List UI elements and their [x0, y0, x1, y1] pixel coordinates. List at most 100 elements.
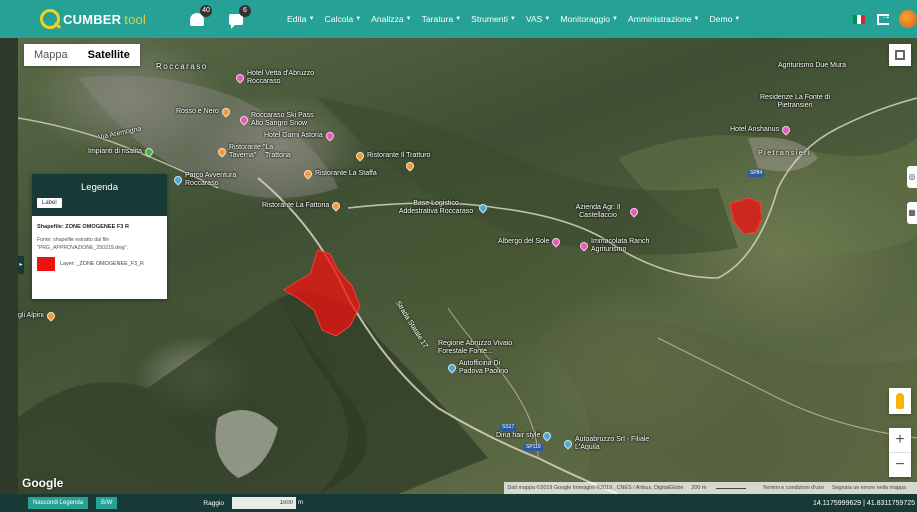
map-type-map[interactable]: Mappa: [34, 49, 68, 61]
bw-toggle-button[interactable]: B/W: [96, 497, 118, 509]
legend-shapefile: Shapefile: ZONE OMOGENEE F3 R: [37, 224, 129, 230]
radius-input[interactable]: [232, 497, 296, 509]
lift-pin-icon: [143, 146, 155, 158]
messages-badge: 6: [239, 5, 251, 17]
menu-monitoraggio[interactable]: Monitoraggio▼: [560, 14, 618, 24]
user-avatar[interactable]: [899, 10, 917, 28]
place-la-staffa[interactable]: Ristorante La Staffa: [302, 168, 377, 180]
map-type-toggle: Mappa Satellite: [24, 44, 140, 66]
chevron-down-icon: ▼: [355, 16, 362, 22]
place-parco[interactable]: Parco Avventura Roccaraso: [172, 172, 245, 188]
satellite-map[interactable]: Mappa Satellite ◎ ▦ + − Roccaraso Hotel …: [18, 38, 917, 494]
place-immacolata[interactable]: Immacolata Ranch Agriturismo: [578, 238, 663, 254]
place-albergo-sole[interactable]: Albergo del Sole: [498, 236, 563, 248]
radius-unit: m: [298, 500, 303, 506]
menu-calcola[interactable]: Calcola▼: [324, 14, 362, 24]
place-agriturismo-due-mura[interactable]: Agriturismo Due Mura: [778, 62, 847, 69]
hotel-pin-icon: [550, 236, 563, 248]
hotel-pin-icon: [578, 240, 590, 252]
map-data-credit: Dati mappa ©2019 Google Immagini ©2019 ,…: [507, 485, 684, 491]
italy-flag-icon[interactable]: [853, 14, 865, 24]
zoom-in-button[interactable]: +: [895, 431, 905, 448]
legend-label-button[interactable]: Label: [37, 198, 62, 208]
brand-suffix: tool: [124, 11, 147, 27]
restaurant-pin-icon: [404, 160, 416, 172]
map-attribution: Dati mappa ©2019 Google Immagini ©2019 ,…: [504, 482, 917, 494]
place-tratturo[interactable]: Ristorante Il Tratturo: [354, 150, 430, 162]
notifications-button[interactable]: 40: [190, 0, 224, 38]
town-label: Roccaraso: [156, 62, 208, 71]
place-pin-icon: [477, 202, 489, 214]
place-ski-pass[interactable]: Roccaraso Ski Pass Alto Sangro Snow: [238, 112, 321, 128]
place-hotel-vetta[interactable]: Hotel Vetta d'Abruzzo Roccaraso: [234, 70, 317, 86]
menu-amministrazione[interactable]: Amministrazione▼: [627, 14, 700, 24]
pegman-icon: [896, 393, 904, 409]
hide-legend-button[interactable]: Nascondi Legenda: [28, 497, 89, 509]
menu-vas[interactable]: VAS▼: [525, 14, 551, 24]
place-azienda[interactable]: Azienda Agr. Il Castellaccio: [568, 204, 641, 220]
shop-pin-icon: [238, 114, 250, 126]
zone-f3r-polygon-1: [283, 249, 361, 337]
place-hotel-anshanus[interactable]: Hotel Anshanus: [730, 124, 793, 136]
restaurant-pin-icon: [45, 310, 57, 322]
logout-icon[interactable]: [877, 11, 891, 25]
side-tool-1[interactable]: ◎: [907, 166, 917, 188]
place-residenze[interactable]: Residenze La Fonte di Pietransieri: [759, 94, 831, 109]
menu-taratura[interactable]: Taratura▼: [421, 14, 462, 24]
topbar-right: [853, 0, 917, 38]
road-shield-ss17: SS17: [500, 424, 517, 431]
legend-swatch: [37, 257, 55, 271]
chevron-down-icon: ▼: [405, 16, 412, 22]
restaurant-pin-icon: [302, 168, 314, 180]
radius-label: Raggio: [203, 499, 224, 507]
map-terms-link[interactable]: Termini e condizioni d'uso: [762, 485, 824, 491]
menu-edita[interactable]: Edita▼: [287, 14, 315, 24]
map-scale: 200 m: [691, 482, 754, 494]
messages-button[interactable]: 6: [229, 0, 263, 38]
place-la-fattoria[interactable]: Ristorante La Fattoria: [262, 200, 343, 212]
place-hotel-garni[interactable]: Hotel Garni Astoria: [264, 130, 337, 142]
chevron-down-icon: ▼: [734, 16, 741, 22]
restaurant-pin-icon: [354, 150, 366, 162]
place-autoabruzzo[interactable]: Autoabruzzo Srl - Filiale L'Aquila: [562, 436, 655, 452]
chevron-down-icon: ▼: [544, 16, 551, 22]
zone-f3r-polygon-2: [729, 197, 763, 235]
place-impianti[interactable]: Impianti di risalita: [88, 146, 156, 158]
menu-analizza[interactable]: Analizza▼: [371, 14, 412, 24]
park-pin-icon: [172, 174, 184, 186]
place-trattoria[interactable]: Trattoria: [265, 152, 291, 159]
fullscreen-button[interactable]: [889, 44, 911, 66]
map-type-satellite[interactable]: Satellite: [87, 49, 130, 61]
town-label-pietransieri: Pietransieri: [758, 150, 812, 157]
menu-strumenti[interactable]: Strumenti▼: [471, 14, 516, 24]
notifications-badge: 40: [200, 5, 212, 17]
brand-name: CUMBER: [63, 11, 122, 27]
place-rosso-nero[interactable]: Rosso e Nero: [176, 106, 233, 118]
place-regione[interactable]: Regione Abruzzo Vivaio Forestale Fonte..…: [438, 340, 513, 355]
map-report-link[interactable]: Segnala un errore nella mappa: [831, 485, 906, 491]
legend-title: Legenda: [81, 182, 118, 193]
street-view-button[interactable]: [889, 388, 911, 414]
hotel-pin-icon: [780, 124, 792, 136]
road-shield-sp119: SP119: [524, 444, 543, 451]
place-autofficina[interactable]: Autofficina Di Padova Paolino: [446, 360, 521, 376]
farm-pin-icon: [628, 206, 640, 218]
side-tool-2[interactable]: ▦: [907, 202, 917, 224]
place-taverna[interactable]: Ristorante "La Taverna": [216, 144, 279, 160]
fullscreen-icon: [895, 50, 905, 60]
place-alpini[interactable]: gli Alpini: [18, 310, 58, 322]
place-marker-orange[interactable]: [404, 160, 417, 172]
shop-pin-icon: [541, 430, 554, 442]
legend-source: Fonte: shapefile estratto dal file "PRG_…: [37, 237, 128, 251]
menu-demo[interactable]: Demo▼: [709, 14, 741, 24]
place-dina[interactable]: Dina hair style: [496, 430, 554, 442]
zoom-out-button[interactable]: −: [895, 456, 905, 473]
restaurant-pin-icon: [220, 106, 232, 118]
place-base-logistica[interactable]: Base Logistico Addestrativa Roccaraso: [396, 200, 490, 216]
legend-collapse-handle[interactable]: ▸: [18, 256, 24, 274]
chat-icon: [229, 13, 243, 29]
legend-header: Legenda Label: [32, 174, 167, 216]
chevron-down-icon: ▼: [308, 16, 315, 22]
